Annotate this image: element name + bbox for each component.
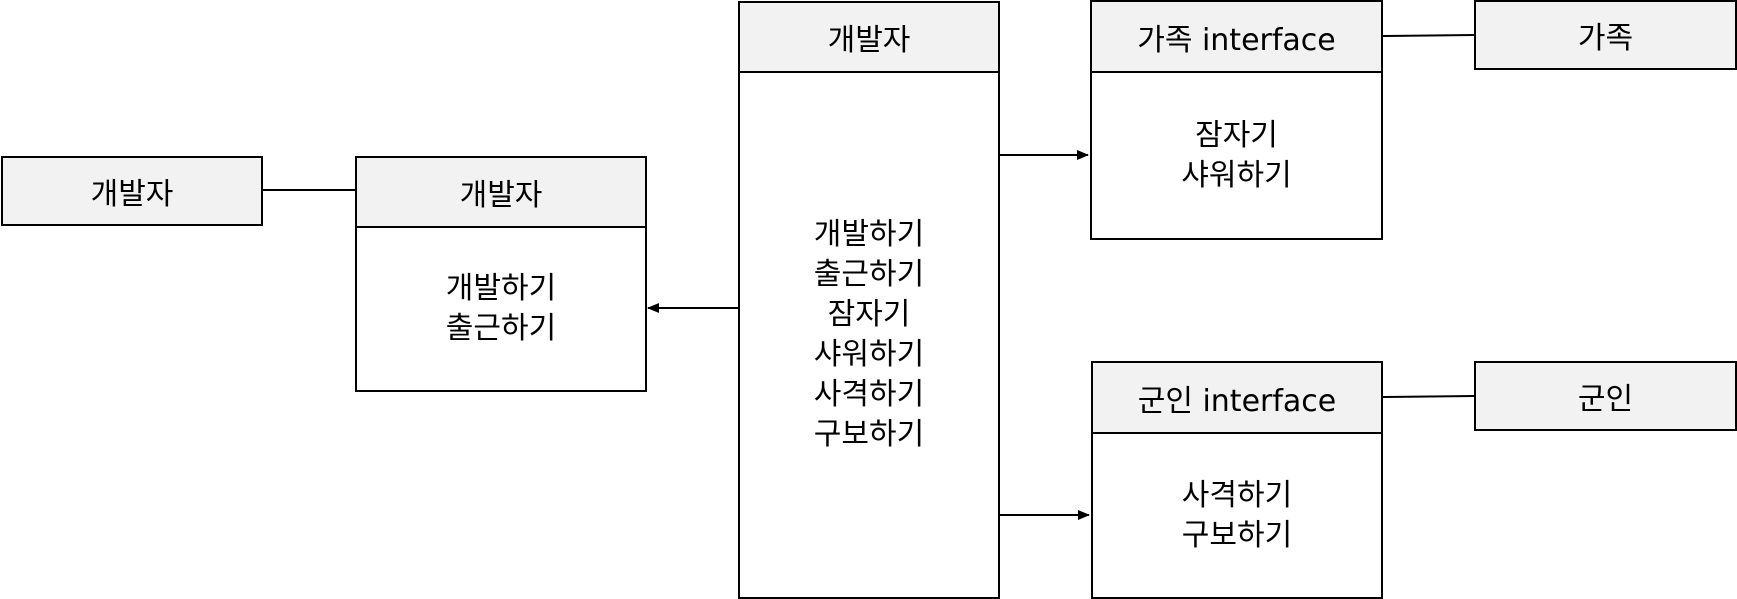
developer-class-box: 개발자 개발하기 출근하기 xyxy=(355,156,647,392)
soldier-interface-methods: 사격하기 구보하기 xyxy=(1093,434,1381,597)
developer-full-box: 개발자 개발하기 출근하기 잠자기 샤워하기 사격하기 구보하기 xyxy=(738,1,1000,599)
soldier-interface-box: 군인 interface 사격하기 구보하기 xyxy=(1091,361,1383,599)
method-item: 샤워하기 xyxy=(1181,157,1292,193)
developer-box: 개발자 xyxy=(1,156,263,226)
method-item: 잠자기 xyxy=(827,297,911,332)
family-interface-methods: 잠자기 샤워하기 xyxy=(1092,73,1381,238)
developer-class-methods: 개발하기 출근하기 xyxy=(357,228,645,390)
method-item: 출근하기 xyxy=(813,257,925,292)
family-interface-title: 가족 interface xyxy=(1137,22,1336,58)
soldier-interface-title: 군인 interface xyxy=(1137,383,1337,419)
link-family-interface-to-family xyxy=(1382,34,1475,37)
method-item: 잠자기 xyxy=(1195,117,1278,153)
family-interface-header: 가족 interface xyxy=(1092,2,1381,73)
developer-class-title: 개발자 xyxy=(459,178,543,213)
method-item: 출근하기 xyxy=(445,311,557,346)
family-box: 가족 xyxy=(1474,0,1737,70)
developer-full-methods: 개발하기 출근하기 잠자기 샤워하기 사격하기 구보하기 xyxy=(740,73,998,597)
developer-full-header: 개발자 xyxy=(740,3,998,73)
family-interface-box: 가족 interface 잠자기 샤워하기 xyxy=(1090,0,1383,240)
developer-label: 개발자 xyxy=(90,177,174,212)
method-item: 개발하기 xyxy=(813,217,925,252)
method-item: 사격하기 xyxy=(813,377,925,412)
method-item: 구보하기 xyxy=(813,417,925,452)
link-soldier-interface-to-soldier xyxy=(1382,395,1475,398)
method-item: 구보하기 xyxy=(1181,517,1293,553)
soldier-interface-header: 군인 interface xyxy=(1093,363,1381,434)
developer-full-title: 개발자 xyxy=(827,23,911,58)
family-label: 가족 xyxy=(1577,21,1634,56)
developer-class-header: 개발자 xyxy=(357,158,645,228)
soldier-label: 군인 xyxy=(1577,382,1634,417)
method-item: 사격하기 xyxy=(1181,477,1293,513)
soldier-box: 군인 xyxy=(1474,361,1737,431)
method-item: 개발하기 xyxy=(445,271,557,306)
method-item: 샤워하기 xyxy=(813,337,925,372)
